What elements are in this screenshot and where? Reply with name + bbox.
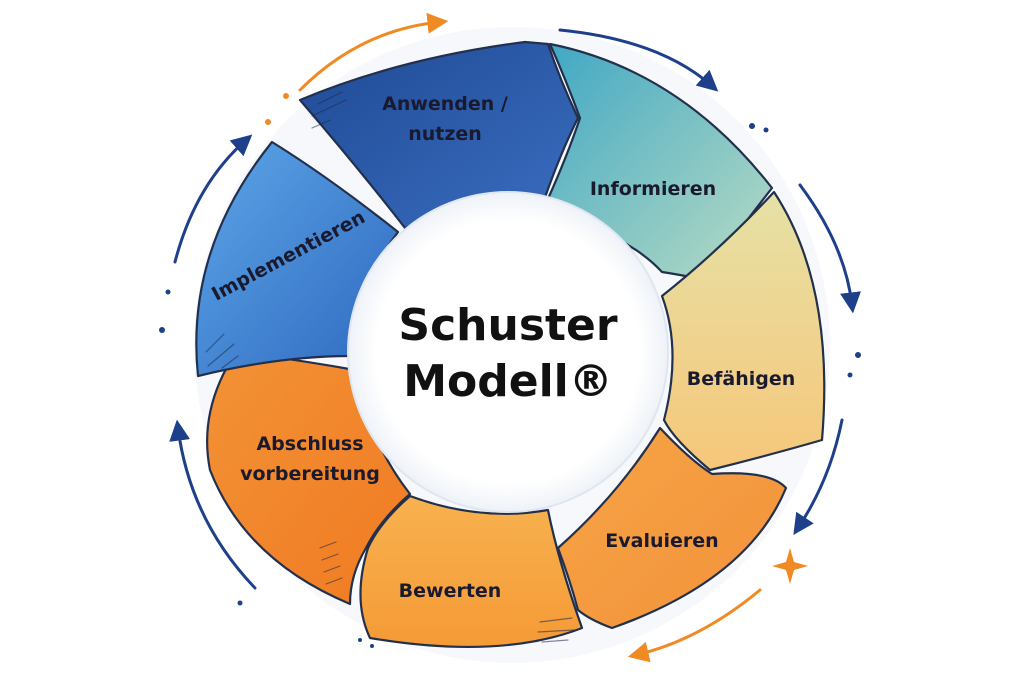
dot [165, 289, 171, 295]
segment-shape-anwenden [298, 40, 580, 230]
dot [358, 638, 362, 642]
segment-label-line: Bewerten [399, 580, 502, 602]
arrow-upper-left-blue [173, 134, 253, 264]
hatch-mark [323, 565, 341, 573]
hatch-mark [325, 577, 343, 585]
outer-arrows [159, 12, 861, 663]
hatch-mark [319, 541, 337, 549]
segment-label-befaehigen: Befähigen [687, 368, 796, 390]
dot [265, 119, 271, 125]
segment-label-bewerten: Bewerten [399, 580, 502, 602]
hatch-mark [311, 99, 347, 117]
hatch-mark [539, 617, 573, 623]
segment-shape-implementieren [195, 140, 400, 378]
dot [749, 123, 755, 129]
segment-label-line: Informieren [590, 178, 716, 200]
center-title-line2: Modell® [403, 356, 613, 407]
segment-shape-evaluieren [556, 426, 788, 630]
segment-label-evaluieren: Evaluieren [605, 530, 718, 552]
hatch-mark [221, 355, 239, 369]
dot [847, 372, 853, 378]
dot [159, 327, 165, 333]
hatch-mark [537, 629, 575, 633]
segment-label-line: Evaluieren [605, 530, 718, 552]
segment-evaluieren: Evaluieren [556, 426, 788, 630]
arrow-left-blue [169, 419, 257, 590]
arrow-right-blue [798, 183, 861, 314]
dot [763, 127, 769, 133]
segment-implementieren: Implementieren [195, 140, 400, 378]
segment-label-abschluss: Abschluss vorbereitung [240, 433, 380, 485]
arrow-lower-right-blue [793, 418, 844, 535]
segment-label-line: nutzen [408, 123, 482, 145]
sparkle-icon [772, 548, 808, 584]
hatch-mark [541, 639, 569, 643]
segment-bewerten: Bewerten [359, 494, 584, 649]
hatch-mark [317, 91, 343, 105]
segment-label-line: Abschluss [256, 433, 363, 455]
hatch-mark [207, 343, 235, 367]
segment-abschluss: Abschluss vorbereitung [206, 350, 412, 606]
center-title-line1: Schuster [398, 300, 617, 351]
arrow-top-orange [298, 12, 449, 92]
hatch-mark [205, 333, 225, 353]
segment-label-anwenden: Anwenden / nutzen [382, 93, 508, 145]
center-circle [347, 191, 669, 513]
segment-shape-bewerten [359, 494, 584, 649]
arrow-top-right-blue [558, 28, 719, 92]
segments: Anwenden / nutzenInformierenBefähigenEval… [195, 40, 826, 649]
hatch-mark [311, 119, 331, 129]
segment-label-line: Befähigen [687, 368, 796, 390]
hatch-mark [321, 553, 339, 561]
segment-anwenden: Anwenden / nutzen [298, 40, 580, 230]
dot [370, 644, 374, 648]
dot [237, 600, 243, 606]
arrow-bottom-orange [627, 588, 762, 663]
segment-label-line: Anwenden / [382, 93, 508, 115]
segment-shape-befaehigen [660, 190, 826, 472]
segment-label-informieren: Informieren [590, 178, 716, 200]
segment-label-line: vorbereitung [240, 463, 380, 485]
dot [283, 93, 289, 99]
dot [855, 352, 861, 358]
segment-befaehigen: Befähigen [660, 190, 826, 472]
